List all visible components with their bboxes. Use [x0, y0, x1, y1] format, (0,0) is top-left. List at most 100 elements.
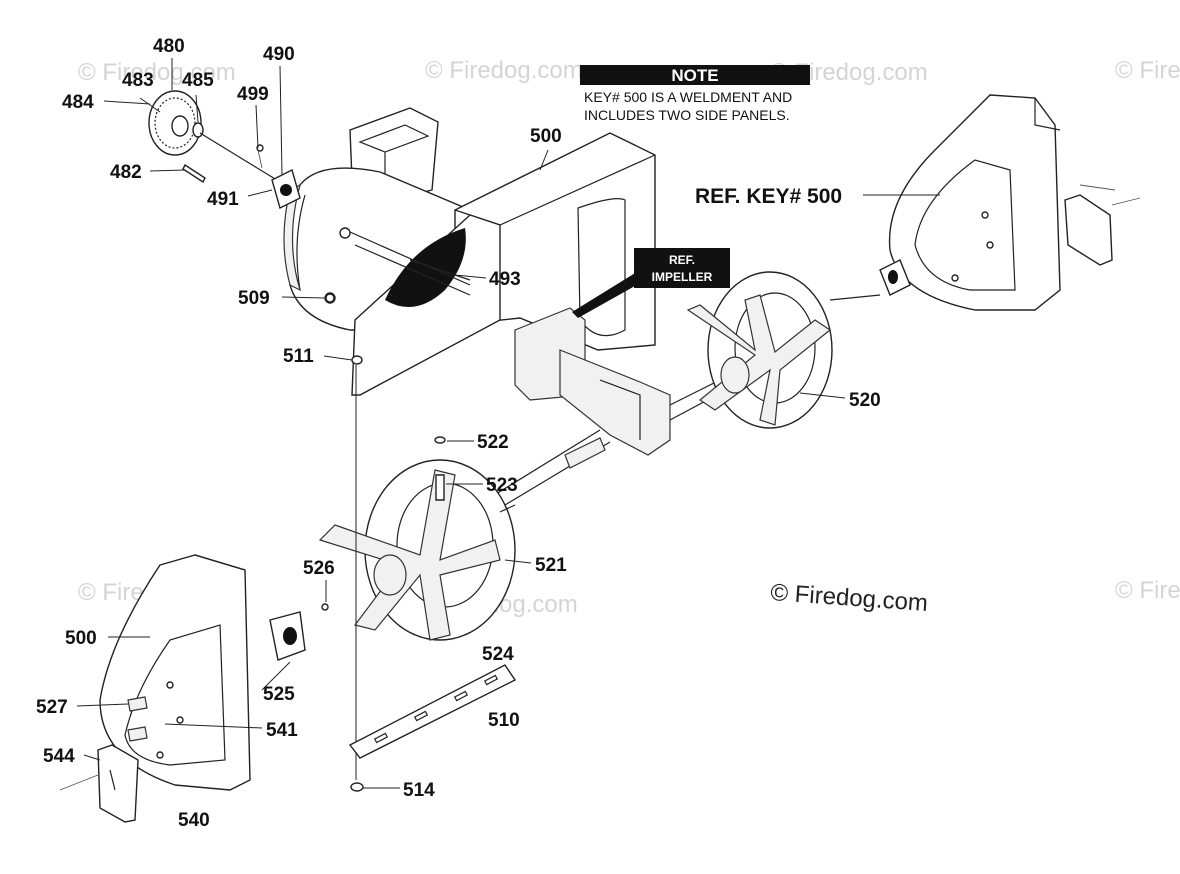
skid-bolts	[1079, 184, 1141, 206]
housing-opening	[385, 228, 466, 308]
leader-485	[195, 94, 199, 123]
watermark-text: © Firedog.com	[1115, 577, 1180, 604]
auger-housing	[283, 107, 656, 396]
label-544: 544	[43, 746, 75, 767]
leader-544	[83, 754, 101, 761]
part-labels: 480 490 483 485 484 499 482 491 500 493 …	[36, 36, 881, 831]
skid-shoe-540	[97, 744, 139, 823]
auger-520	[686, 271, 881, 429]
gearbox-detail	[599, 379, 641, 440]
auger-shaft-end	[499, 504, 516, 513]
panel-edge	[194, 554, 246, 571]
label-510: 510	[488, 710, 520, 731]
washer-526	[321, 603, 329, 611]
slot	[483, 674, 499, 686]
watermark-text: © Firedog.com	[425, 57, 583, 84]
label-523: 523	[486, 475, 518, 496]
slot	[413, 710, 429, 722]
ref-key-label: REF. KEY# 500	[695, 185, 842, 208]
leader-lines	[76, 58, 940, 789]
slot	[373, 732, 389, 744]
bolt-hole	[986, 241, 994, 249]
label-493: 493	[489, 269, 521, 290]
auger-paddles	[318, 469, 501, 641]
leader-541	[164, 723, 263, 729]
impeller-line-2: IMPELLER	[652, 270, 713, 284]
label-491: 491	[207, 189, 239, 210]
scraper-bar-510	[348, 664, 517, 759]
label-540: 540	[178, 810, 210, 831]
shaft-centerline	[199, 132, 286, 186]
bolt-541	[127, 726, 148, 742]
nut-509	[325, 293, 335, 303]
bolt-hole	[156, 751, 164, 759]
key-482	[182, 163, 206, 184]
plate-cutout	[577, 198, 626, 337]
slot	[453, 690, 469, 702]
impeller-box	[634, 248, 730, 288]
label-499: 499	[237, 84, 269, 105]
auger-paddles	[686, 294, 832, 426]
label-480: 480	[153, 36, 185, 57]
label-484: 484	[62, 92, 94, 113]
spacer-523	[435, 474, 445, 501]
note-title: NOTE	[671, 66, 718, 85]
leader-521	[504, 559, 532, 564]
label-524: 524	[482, 644, 514, 665]
skid-shoe-right	[1064, 194, 1113, 266]
impeller-line-1: REF.	[669, 253, 695, 267]
shaft-coupling	[564, 437, 606, 469]
washer-485	[192, 122, 204, 138]
scraper-bar	[348, 664, 517, 759]
label-541: 541	[266, 720, 298, 741]
drum-flange	[283, 183, 301, 292]
leader-520	[799, 392, 846, 399]
note-header	[580, 65, 810, 85]
bolt-hole	[339, 227, 351, 239]
leader-511	[323, 355, 353, 361]
bolt-493	[354, 244, 471, 296]
bolt-hole	[176, 716, 184, 724]
note-box: NOTE KEY# 500 IS A WELDMENT AND INCLUDES…	[580, 65, 810, 123]
label-483: 483	[122, 70, 154, 91]
bearing	[280, 184, 292, 196]
label-500-left: 500	[65, 628, 97, 649]
leader-484	[103, 100, 151, 105]
label-521: 521	[535, 555, 567, 576]
auger-hub	[373, 554, 407, 596]
leader-482	[149, 169, 186, 172]
bolt-527	[127, 696, 148, 712]
drum-rim	[296, 194, 306, 291]
auger-521	[318, 459, 516, 641]
bolt-493	[349, 231, 471, 286]
bearing-center	[283, 627, 297, 645]
label-485: 485	[182, 70, 214, 91]
watermark-text: © Firedog.com	[1115, 57, 1180, 84]
leader-490	[279, 65, 283, 176]
bolt-493	[409, 259, 471, 281]
label-490: 490	[263, 44, 295, 65]
label-511: 511	[283, 346, 314, 367]
leader-491	[247, 189, 273, 197]
bolt-hole	[951, 274, 959, 282]
gear-hub	[171, 115, 189, 137]
gear-teeth	[154, 97, 196, 149]
bolt-499	[257, 149, 263, 169]
impeller-pointer	[572, 270, 642, 318]
bolt-hole	[166, 681, 174, 689]
side-panel-right	[888, 94, 1061, 311]
panel-body	[888, 94, 1061, 311]
label-514: 514	[403, 780, 435, 801]
leader-500a	[539, 149, 549, 171]
ref-impeller-callout: REF. IMPELLER	[572, 248, 730, 318]
leader-483	[139, 97, 161, 113]
auger-hub	[720, 356, 750, 394]
leader-527	[76, 703, 129, 707]
panel-recess	[914, 159, 1016, 291]
leader-499	[255, 104, 259, 149]
shear-nut-522	[434, 436, 446, 444]
nut-514	[350, 782, 364, 792]
label-520: 520	[849, 390, 881, 411]
